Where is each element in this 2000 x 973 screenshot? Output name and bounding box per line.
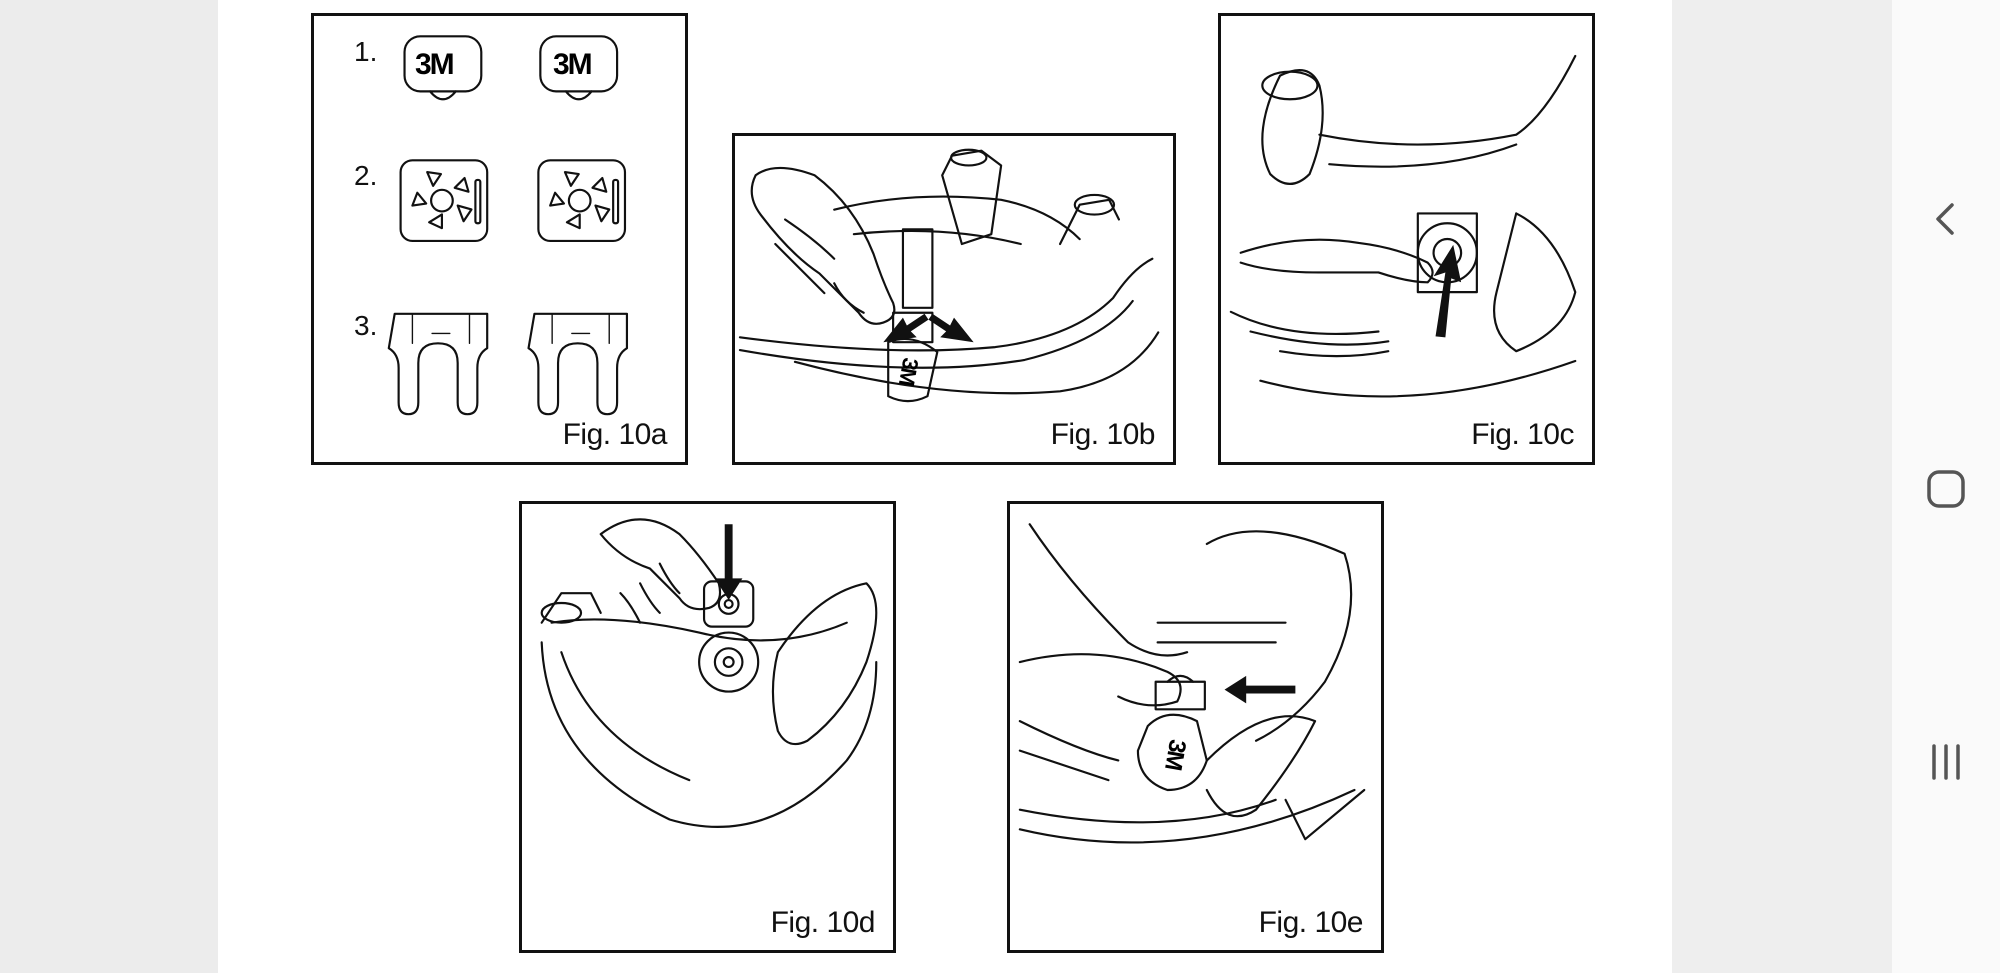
page-gutter	[1672, 0, 1892, 973]
figure-caption-10d: Fig. 10d	[770, 906, 876, 939]
figure-caption-10a: Fig. 10a	[562, 418, 668, 451]
figure-10e: 3M Fig. 10e	[1007, 501, 1384, 953]
system-navigation-bar	[1892, 0, 2000, 973]
fan-filter-left	[399, 159, 489, 243]
filter-parts-illustration	[387, 35, 629, 416]
3m-cap-left	[403, 35, 483, 101]
hands-pressing-filter-illustration	[1229, 54, 1577, 398]
three-bars-recents-icon	[1932, 744, 1960, 780]
figure-10a: 1. 2. 3. 3M 3M Fig. 10a	[311, 13, 688, 465]
back-button[interactable]	[1912, 185, 1980, 253]
figure-caption-10e: Fig. 10e	[1258, 906, 1364, 939]
hands-installing-clip-illustration	[1018, 523, 1366, 844]
3m-cap-installed	[1136, 713, 1208, 792]
step-number-3: 3.	[354, 310, 378, 341]
hands-inserting-filter-illustration	[540, 518, 878, 828]
3m-cap-right	[539, 35, 619, 101]
fan-filter-right	[537, 159, 627, 243]
figure-caption-10b: Fig. 10b	[1050, 418, 1156, 451]
3m-logo-on-installed-cap: 3M	[1159, 737, 1192, 771]
figure-caption-10c: Fig. 10c	[1471, 418, 1574, 451]
document-page: 1. 2. 3. 3M 3M Fig. 10a 3M	[218, 0, 1672, 973]
figure-10d: Fig. 10d	[519, 501, 896, 953]
3m-logo-left: 3M	[415, 48, 455, 81]
home-button[interactable]	[1912, 455, 1980, 523]
hand-attaching-cap-illustration	[738, 148, 1160, 403]
3m-logo-on-cap: 3M	[894, 355, 924, 387]
recents-button[interactable]	[1912, 728, 1980, 796]
retainer-clip-installed	[1154, 674, 1206, 711]
retainer-clip-left	[387, 312, 489, 416]
step-number-1: 1.	[354, 36, 378, 67]
retainer-clip-right	[527, 312, 629, 416]
figure-10c: Fig. 10c	[1218, 13, 1595, 465]
chevron-left-icon	[1936, 203, 1954, 235]
step-number-2: 2.	[354, 160, 378, 191]
3m-logo-right: 3M	[553, 48, 593, 81]
rounded-square-home-icon	[1927, 470, 1965, 508]
figure-10b: 3M Fig. 10b	[732, 133, 1176, 465]
